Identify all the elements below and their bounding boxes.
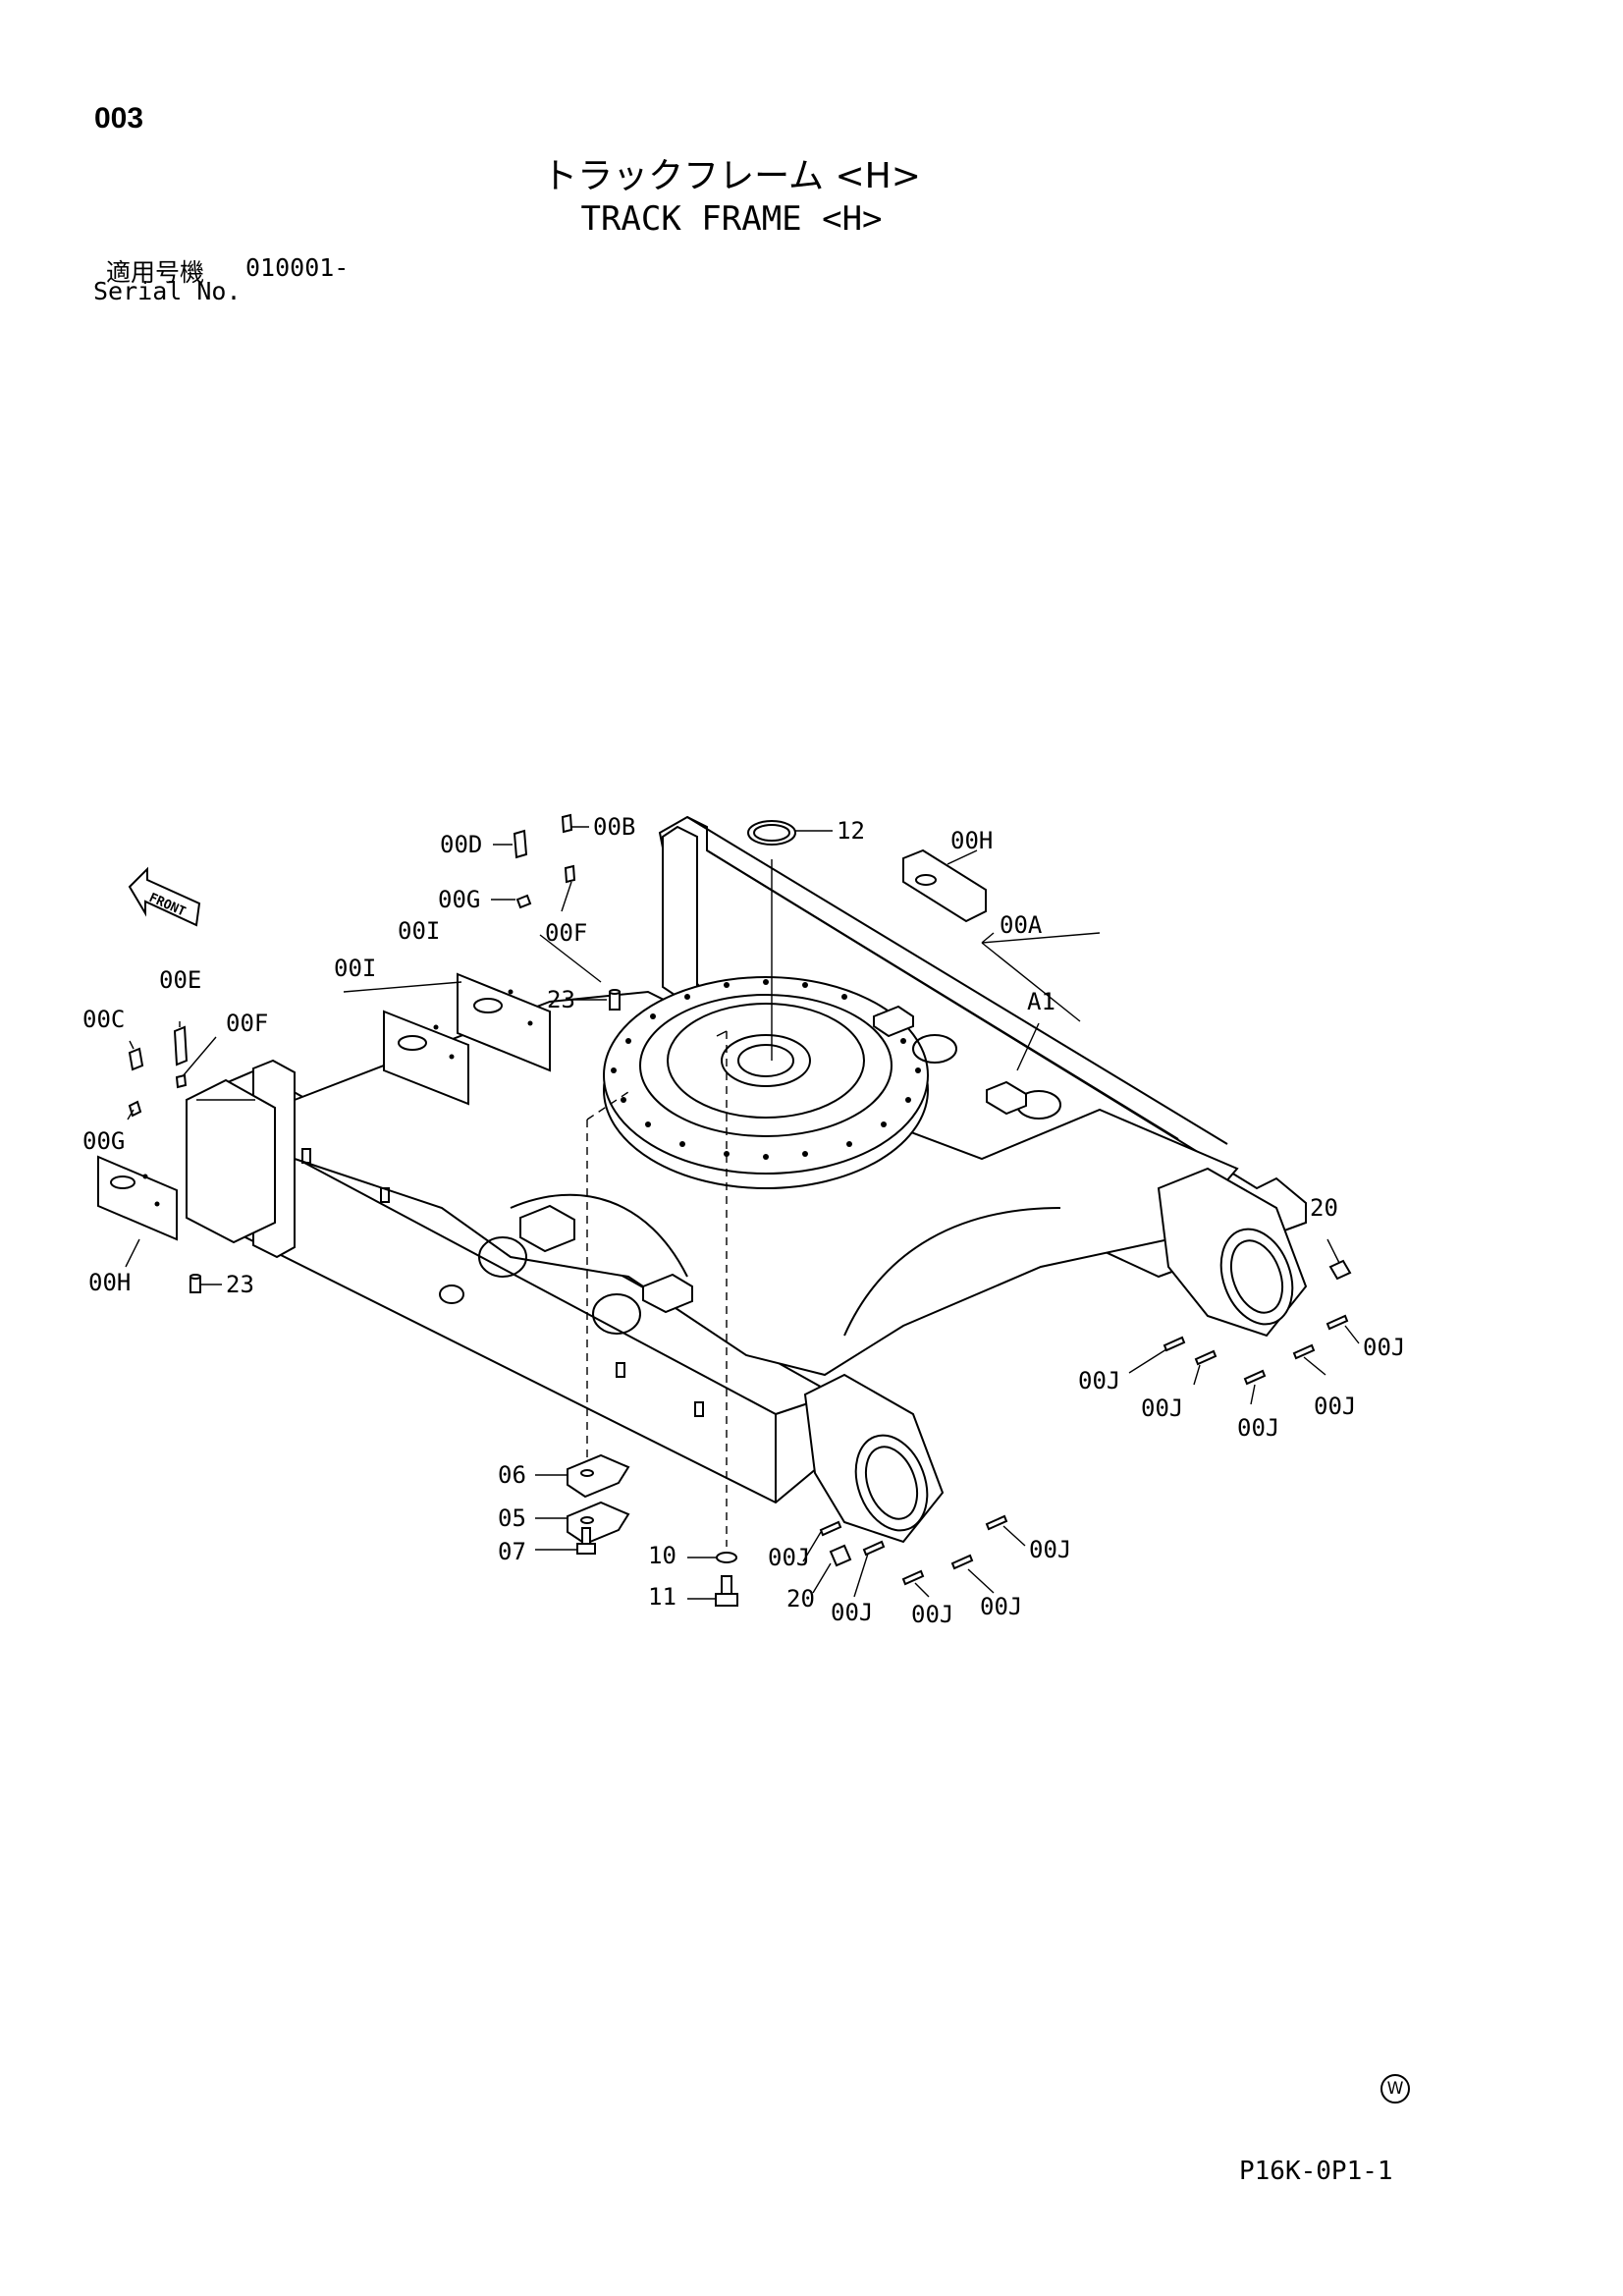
callout-05: 05: [498, 1504, 526, 1532]
callout-00B: 00B: [593, 813, 635, 841]
callout-06: 06: [498, 1461, 526, 1489]
part-00F-plate: [564, 864, 576, 884]
part-20-plug-bottom: [829, 1544, 852, 1567]
part-00B-plate: [561, 813, 573, 834]
part-05-plate: [567, 1501, 630, 1546]
callout-00G-left: 00G: [82, 1127, 125, 1155]
part-00D-plate: [513, 829, 528, 859]
part-20-plug-right: [1328, 1259, 1352, 1281]
part-23-pin-left: [189, 1274, 201, 1293]
callout-11: 11: [648, 1583, 676, 1611]
title-english: TRACK FRAME <H>: [580, 199, 883, 239]
callout-00H-left: 00H: [88, 1269, 131, 1296]
serial-value: 010001-: [245, 253, 350, 282]
callout-00H-top: 00H: [950, 827, 993, 854]
callout-23-top: 23: [547, 986, 575, 1013]
callout-00D: 00D: [440, 831, 482, 858]
part-00I-plate-a: [457, 972, 551, 1072]
page-number: 003: [94, 102, 144, 135]
part-00J-pin-b2: [862, 1540, 886, 1557]
part-00E-plate: [173, 1025, 189, 1066]
part-00H-top-plate: [902, 848, 987, 923]
callout-00G-top: 00G: [438, 886, 480, 913]
callout-00A: 00A: [1000, 911, 1043, 939]
callout-00F-top: 00F: [545, 919, 587, 947]
watermark-w-symbol: W: [1380, 2074, 1410, 2104]
callout-20-bottom: 20: [786, 1585, 815, 1613]
callout-00J-b3: 00J: [911, 1601, 953, 1628]
part-12-seal-ring: [747, 820, 796, 846]
callout-12: 12: [837, 817, 865, 845]
part-00J-pin-r4: [1243, 1369, 1267, 1386]
callout-23-left: 23: [226, 1271, 254, 1298]
callout-00F-left: 00F: [226, 1010, 268, 1037]
callout-00J-b2: 00J: [831, 1599, 873, 1626]
part-00H-left-plate: [97, 1155, 178, 1241]
part-00F-left-plate: [175, 1073, 188, 1089]
part-00J-pin-b5: [985, 1514, 1008, 1531]
part-00C-plate: [128, 1047, 144, 1071]
page-reference: P16K-0P1-1: [1239, 2157, 1393, 2186]
track-frame-drawing: [186, 815, 1308, 1544]
part-00G-plate: [515, 894, 532, 909]
front-arrow-icon: FRONT: [128, 866, 201, 927]
callout-00J-b1: 00J: [768, 1544, 810, 1571]
part-23-pin-top: [609, 989, 621, 1011]
part-06-gasket: [567, 1453, 630, 1499]
serial-label-japanese: 適用号機: [106, 258, 205, 287]
callout-00J-r2: 00J: [1078, 1367, 1120, 1394]
part-00J-pin-b1: [819, 1520, 842, 1537]
callout-00C: 00C: [82, 1006, 125, 1033]
callout-00J-b5: 00J: [1029, 1536, 1071, 1563]
part-00J-pin-r5: [1292, 1343, 1316, 1360]
serial-label-english: Serial No.: [93, 277, 242, 305]
callout-00J-r1: 00J: [1363, 1334, 1405, 1361]
part-00J-pin-r2: [1163, 1336, 1186, 1352]
callout-10: 10: [648, 1542, 676, 1569]
part-00J-pin-r1: [1325, 1314, 1349, 1331]
callout-00I-a: 00I: [398, 917, 440, 945]
part-10-washer: [716, 1552, 737, 1563]
callout-00E: 00E: [159, 966, 201, 994]
callout-00J-r4: 00J: [1237, 1414, 1279, 1442]
part-00I-plate-b: [383, 1010, 469, 1106]
callout-00I-b: 00I: [334, 955, 376, 982]
callout-20-right: 20: [1310, 1194, 1338, 1222]
callout-A1: A1: [1027, 988, 1055, 1015]
part-00J-pin-b4: [950, 1554, 974, 1570]
callout-07: 07: [498, 1538, 526, 1565]
part-11-bolt: [715, 1575, 738, 1607]
part-00J-pin-r3: [1194, 1349, 1217, 1366]
callout-00J-b4: 00J: [980, 1593, 1022, 1620]
callout-00J-r5: 00J: [1314, 1393, 1356, 1420]
title-japanese: トラックフレーム <H>: [542, 156, 921, 196]
callout-00J-r3: 00J: [1141, 1394, 1183, 1422]
part-00J-pin-b3: [901, 1569, 925, 1586]
